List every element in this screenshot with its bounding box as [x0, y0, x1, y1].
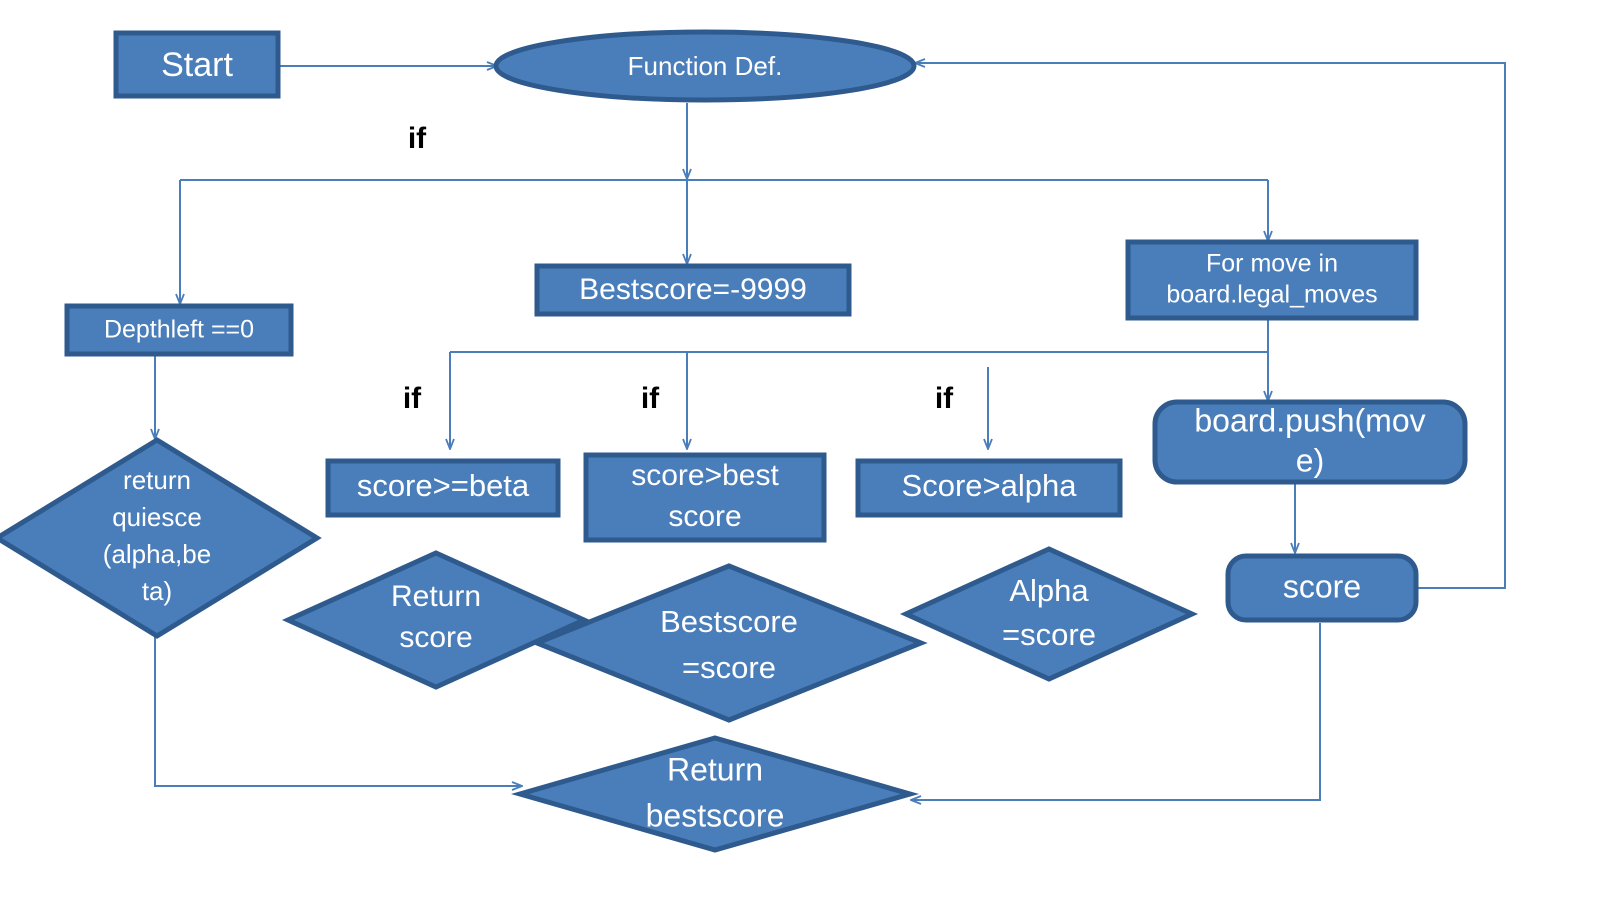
node-depthleft[interactable]: Depthleft ==0	[64, 303, 294, 357]
node-score-gt-best-label-line1: score>best	[631, 459, 779, 492]
node-return-bestscore[interactable]: Return bestscore	[510, 735, 920, 853]
node-score-ge-beta-label: score>=beta	[357, 468, 530, 503]
edge-label-if-beta: if	[403, 382, 422, 415]
node-score-box-label: score	[1283, 568, 1361, 604]
node-for-move[interactable]: For move in board.legal_moves	[1125, 239, 1419, 321]
node-bestscore-init[interactable]: Bestscore=-9999	[534, 263, 852, 317]
node-return-quiesce-label-line3: (alpha,be	[103, 539, 211, 569]
node-function-def-label: Function Def.	[628, 51, 783, 81]
node-start-label: Start	[161, 46, 233, 84]
node-return-quiesce-label-line1: return	[123, 465, 191, 495]
node-return-score-label-line2: score	[399, 621, 472, 654]
node-return-bestscore-label-line2: bestscore	[646, 797, 785, 833]
node-board-push-label-line2: e)	[1296, 442, 1324, 478]
node-board-push[interactable]: board.push(mov e)	[1152, 399, 1468, 485]
node-return-score[interactable]: Return score	[281, 550, 591, 690]
node-score-box[interactable]: score	[1225, 553, 1419, 623]
edge-label-if-alpha: if	[935, 382, 954, 415]
node-score-gt-alpha-label: Score>alpha	[902, 468, 1078, 503]
node-start[interactable]: Start	[113, 30, 281, 99]
node-score-gt-best[interactable]: score>best score	[583, 452, 827, 543]
node-alpha-eq[interactable]: Alpha =score	[899, 546, 1199, 682]
node-alpha-eq-label-line2: =score	[1002, 617, 1096, 652]
node-bestscore-eq[interactable]: Bestscore =score	[530, 563, 928, 723]
node-return-quiesce-label-line4: ta)	[142, 576, 172, 606]
node-bestscore-eq-label-line1: Bestscore	[660, 604, 798, 639]
node-return-quiesce[interactable]: return quiesce (alpha,be ta)	[0, 437, 322, 639]
edge-label-if-best: if	[641, 382, 660, 415]
edge-score-feedback-to-functiondef	[916, 63, 1506, 589]
node-return-bestscore-label-line1: Return	[667, 751, 763, 787]
node-alpha-eq-label-line1: Alpha	[1009, 573, 1089, 608]
edge-label-if-top: if	[408, 122, 427, 155]
edge-returnquiesce-to-return-bestscore	[154, 620, 521, 786]
node-return-score-label-line1: Return	[391, 580, 481, 613]
node-board-push-label-line1: board.push(mov	[1194, 402, 1425, 438]
node-score-gt-best-label-line2: score	[668, 500, 741, 533]
node-for-move-label-line2: board.legal_moves	[1166, 281, 1377, 309]
node-function-def[interactable]: Function Def.	[493, 29, 917, 103]
node-bestscore-eq-label-line2: =score	[682, 650, 776, 685]
node-depthleft-label: Depthleft ==0	[104, 316, 254, 344]
node-score-gt-alpha[interactable]: Score>alpha	[855, 458, 1123, 518]
node-score-ge-beta[interactable]: score>=beta	[325, 458, 561, 518]
node-bestscore-init-label: Bestscore=-9999	[579, 273, 807, 306]
node-return-quiesce-label-line2: quiesce	[112, 502, 202, 532]
edge-score-to-return-bestscore	[912, 623, 1321, 800]
node-for-move-label-line1: For move in	[1206, 250, 1338, 278]
